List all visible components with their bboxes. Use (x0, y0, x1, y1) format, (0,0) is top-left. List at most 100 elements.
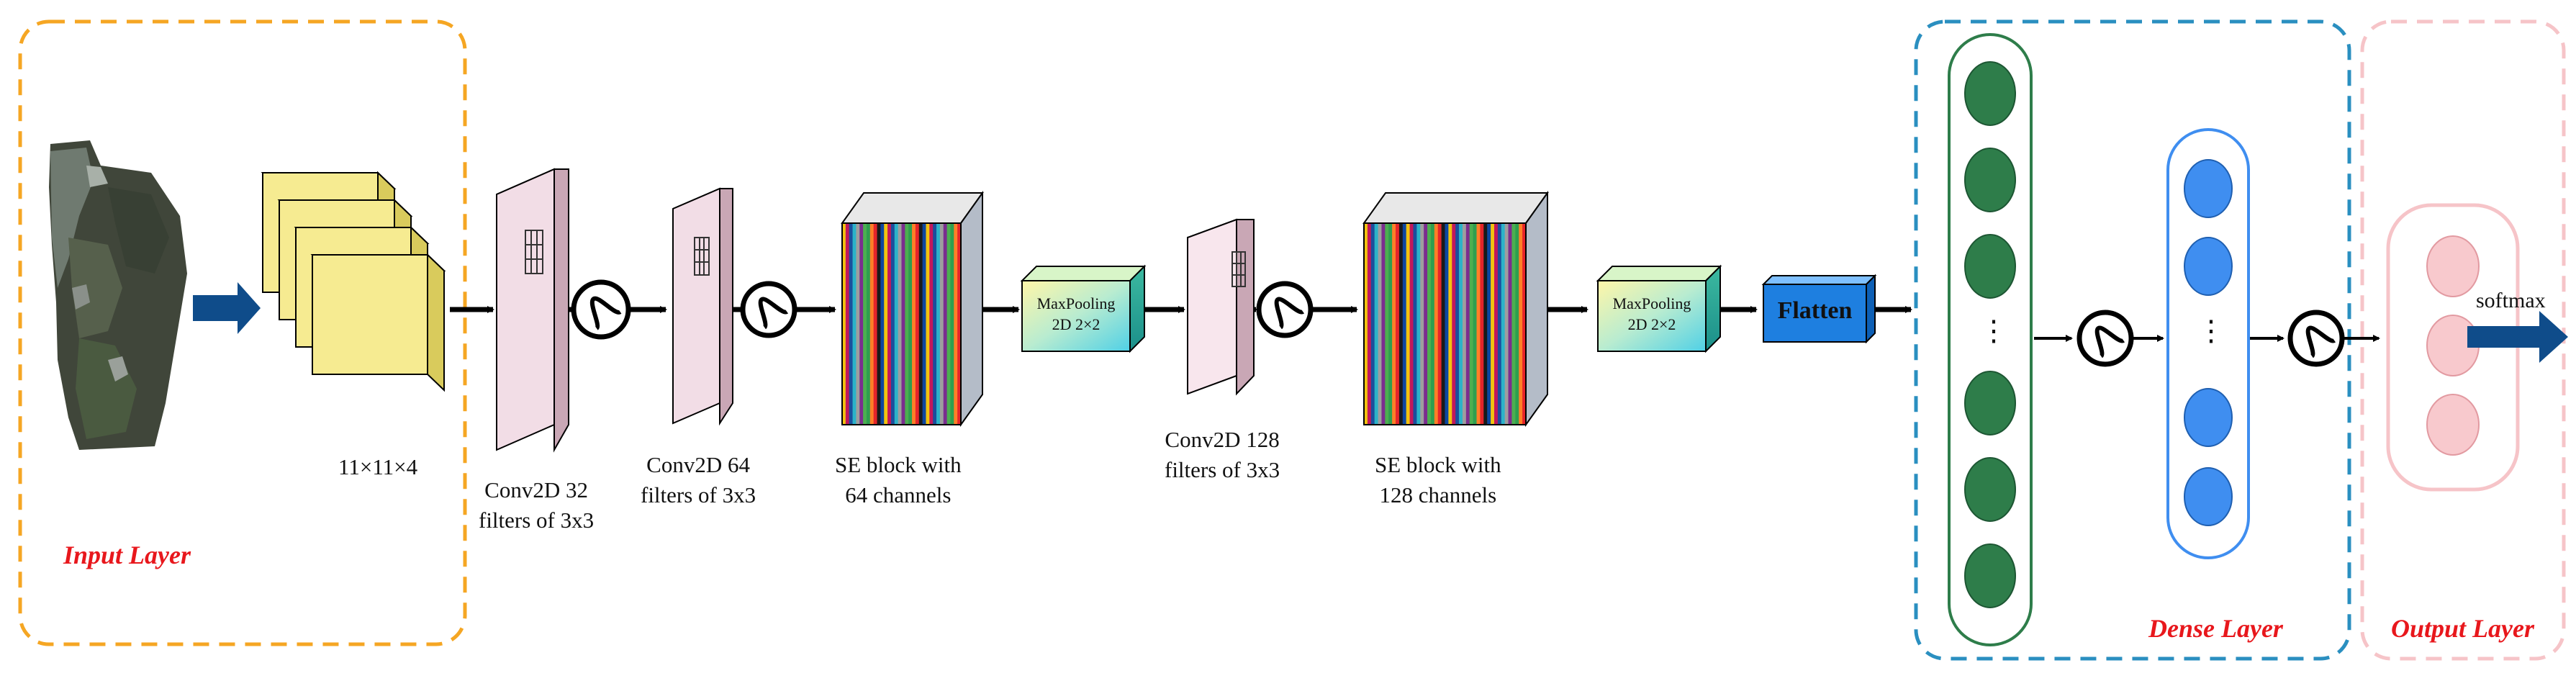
input-arrow (193, 282, 261, 334)
channel-slice (915, 223, 920, 425)
channel-slice (1508, 223, 1513, 425)
channel-slice (1459, 223, 1463, 425)
flatten-label: Flatten (1777, 297, 1853, 324)
channel-slice (877, 223, 881, 425)
channel-slice (1501, 223, 1506, 425)
input-feature-stack (261, 171, 446, 392)
channel-slice (1398, 223, 1404, 425)
softmax-label: softmax (2476, 289, 2546, 312)
channel-slice (933, 223, 937, 425)
channel-slice (936, 223, 941, 425)
conv2-block (672, 187, 733, 426)
channel-slice (1430, 223, 1435, 425)
channel-slice (908, 223, 913, 425)
channel-slice (845, 223, 850, 425)
channel-slice (884, 223, 888, 425)
channel-slice (890, 223, 895, 425)
output-layer-title: Output Layer (2391, 614, 2535, 643)
channel-slice (1448, 223, 1452, 425)
input-layer-border (18, 19, 467, 646)
channel-slice (1455, 223, 1460, 425)
dense2-neuron (2184, 237, 2233, 296)
channel-slice (859, 223, 864, 425)
dense1-ellipsis: ⋮ (1979, 315, 2008, 347)
channel-slice (922, 223, 927, 425)
channel-slice (1473, 223, 1478, 425)
se-block-128 (1362, 190, 1549, 428)
channel-slice (1522, 223, 1527, 425)
channel-slice (1434, 223, 1439, 425)
dense1-neuron (1964, 371, 2016, 435)
conv1-block (496, 168, 569, 453)
channel-slice (939, 223, 944, 425)
channel-slice (898, 223, 903, 425)
activation-icon-4 (2076, 310, 2134, 367)
satellite-image (49, 140, 187, 450)
input-layer-title: Input Layer (63, 541, 191, 569)
channel-slice (1441, 223, 1446, 425)
channel-slice (1476, 223, 1481, 425)
channel-slice (954, 223, 958, 425)
channel-slice (1469, 223, 1474, 425)
se-block-128-label: SE block with 128 channels (1375, 452, 1501, 507)
channel-slice (852, 223, 857, 425)
channel-slice (1409, 223, 1414, 425)
channel-slice (1493, 223, 1499, 425)
dense2-ellipsis: ⋮ (2197, 315, 2225, 347)
input-shape-label: 11×11×4 (338, 454, 418, 479)
se-block-64-label: SE block with 64 channels (835, 452, 962, 507)
channel-slice (1364, 223, 1368, 425)
maxpool2-block (1596, 264, 1722, 353)
dense-layer-title: Dense Layer (2148, 614, 2283, 643)
channel-slice (1370, 223, 1375, 425)
maxpool1-block (1020, 264, 1147, 353)
channel-slice (1497, 223, 1502, 425)
softmax-arrow (2467, 311, 2568, 363)
output-nodes (2426, 235, 2480, 456)
channel-slice (1378, 223, 1383, 425)
channel-slice (856, 223, 860, 425)
channel-slice (1445, 223, 1449, 425)
se-block-64 (841, 190, 984, 428)
channel-slice (1424, 223, 1428, 425)
channel-slice (1452, 223, 1456, 425)
channel-slice (1385, 223, 1389, 425)
activation-icon-5 (2287, 310, 2345, 367)
output-neuron (2426, 235, 2480, 297)
output-neuron (2426, 394, 2480, 456)
channel-slice (1480, 223, 1484, 425)
dense-layer-border (1914, 19, 2351, 661)
channel-slice (1504, 223, 1509, 425)
channel-slice (926, 223, 930, 425)
dense1-capsule (1948, 33, 2033, 646)
channel-slice (1367, 223, 1372, 425)
conv1-label: Conv2D 32 filters of 3x3 (479, 477, 595, 533)
flatten-block (1761, 274, 1877, 344)
channel-slice (863, 223, 867, 425)
channel-slice (1381, 223, 1386, 425)
dense1-neuron (1964, 543, 2016, 608)
dense2-neuron (2184, 159, 2233, 218)
channel-slice (1420, 223, 1424, 425)
dense2-neuron (2184, 467, 2233, 526)
activation-icon-3 (1256, 281, 1314, 338)
channel-slice (880, 223, 885, 425)
channel-slice (1413, 223, 1417, 425)
channel-slice (1388, 223, 1393, 425)
channel-slice (957, 223, 962, 425)
channel-slice (912, 223, 916, 425)
channel-slice (1487, 223, 1491, 425)
channel-slice (1392, 223, 1396, 425)
channel-slice (842, 223, 846, 425)
dense1-neuron (1964, 61, 2016, 126)
channel-slice (1519, 223, 1523, 425)
channel-slice (918, 223, 923, 425)
channel-slice (1402, 223, 1407, 425)
channel-slice (1374, 223, 1379, 425)
channel-slice (1427, 223, 1432, 425)
conv3-block (1187, 218, 1255, 396)
channel-slice (894, 223, 899, 425)
conv3-label: Conv2D 128 filters of 3x3 (1165, 427, 1280, 482)
dense2-neuron (2184, 388, 2233, 447)
